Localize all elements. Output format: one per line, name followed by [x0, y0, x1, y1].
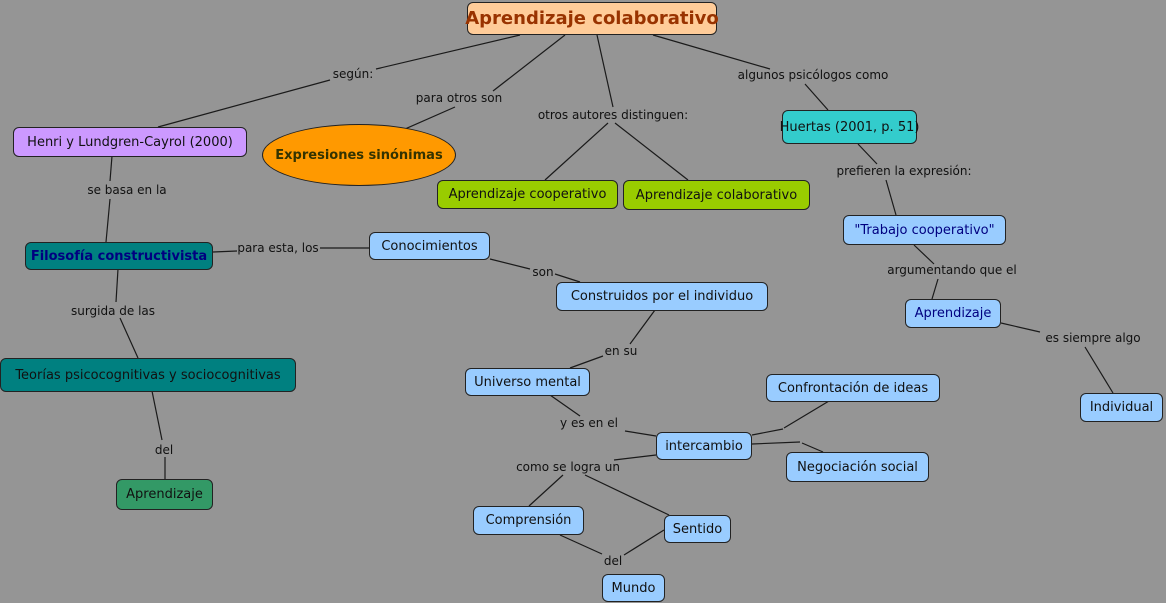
link-line	[119, 317, 139, 359]
link-line	[613, 454, 657, 461]
link-line	[549, 394, 581, 417]
link-label-como-se-logra[interactable]: como se logra un	[516, 460, 620, 474]
link-label-para-otros-son[interactable]: para otros son	[415, 91, 503, 105]
link-line	[801, 442, 824, 453]
link-line	[559, 534, 603, 555]
link-line	[623, 529, 665, 556]
link-line	[492, 34, 566, 92]
link-label-se-basa[interactable]: se basa en la	[87, 183, 167, 197]
link-line	[157, 79, 331, 128]
concept-comprension[interactable]: Comprensión	[473, 506, 584, 535]
link-line	[624, 430, 657, 437]
link-line	[629, 309, 656, 345]
concept-intercambio[interactable]: intercambio	[656, 432, 752, 460]
concept-universo-mental[interactable]: Universo mental	[465, 368, 590, 396]
link-label-y-es-en-el[interactable]: y es en el	[560, 416, 618, 430]
link-line	[544, 122, 609, 181]
concept-expresiones-sinonimas[interactable]: Expresiones sinónimas	[262, 124, 456, 186]
link-line	[751, 441, 801, 445]
link-line	[489, 258, 531, 270]
link-label-surgida[interactable]: surgida de las	[70, 304, 156, 318]
link-line	[554, 273, 581, 283]
link-line	[885, 179, 897, 216]
link-line	[584, 474, 670, 516]
link-line	[596, 34, 614, 108]
concept-conocimientos[interactable]: Conocimientos	[369, 232, 490, 260]
link-line	[804, 83, 829, 111]
link-label-del-left[interactable]: del	[154, 443, 174, 457]
link-line	[931, 278, 939, 300]
concept-mundo[interactable]: Mundo	[602, 574, 665, 602]
concept-root[interactable]: Aprendizaje colaborativo	[465, 2, 719, 35]
concept-teorias[interactable]: Teorías psicocognitivas y sociocognitiva…	[0, 358, 296, 392]
link-line	[783, 400, 830, 429]
link-label-para-esta[interactable]: para esta, los	[237, 241, 319, 255]
link-line	[913, 244, 935, 265]
link-label-otros-autores[interactable]: otros autores distinguen:	[537, 108, 689, 122]
link-label-prefieren[interactable]: prefieren la expresión:	[836, 164, 972, 178]
link-label-segun[interactable]: según:	[332, 67, 374, 81]
link-line	[1084, 346, 1114, 394]
concept-negociacion[interactable]: Negociación social	[786, 452, 929, 482]
link-label-es-siempre[interactable]: es siempre algo	[1045, 331, 1141, 345]
concept-sentido[interactable]: Sentido	[664, 515, 731, 543]
link-label-son[interactable]: son	[532, 265, 554, 279]
link-line	[404, 106, 456, 130]
link-label-psicologos[interactable]: algunos psicólogos como	[737, 68, 889, 82]
link-line	[751, 428, 784, 436]
concept-aprendizaje-right[interactable]: Aprendizaje	[905, 299, 1001, 328]
concept-aprendizaje-cooperativo[interactable]: Aprendizaje cooperativo	[437, 180, 618, 209]
concept-aprendizaje-left[interactable]: Aprendizaje	[116, 479, 213, 510]
concept-trabajo-cooperativo[interactable]: "Trabajo cooperativo"	[843, 215, 1006, 245]
concept-aprendizaje-colaborativo[interactable]: Aprendizaje colaborativo	[623, 180, 810, 210]
link-label-del-bottom[interactable]: del	[603, 554, 623, 568]
concept-individual[interactable]: Individual	[1080, 393, 1163, 422]
concept-huertas[interactable]: Huertas (2001, p. 51)	[780, 110, 919, 144]
link-line	[857, 143, 878, 165]
link-line	[212, 250, 238, 253]
link-line	[105, 198, 111, 243]
link-label-argumentando[interactable]: argumentando que el	[887, 263, 1017, 277]
link-line	[1000, 322, 1041, 333]
concept-construidos[interactable]: Construidos por el individuo	[556, 282, 768, 311]
link-label-en-su[interactable]: en su	[604, 344, 638, 358]
link-line	[652, 34, 771, 70]
concept-henri[interactable]: Henri y Lundgren-Cayrol (2000)	[13, 127, 247, 157]
link-line	[614, 122, 689, 181]
link-line	[528, 474, 564, 507]
link-line	[151, 390, 163, 441]
link-line	[569, 355, 604, 369]
link-line	[109, 155, 113, 182]
concept-confrontacion[interactable]: Confrontación de ideas	[766, 374, 940, 402]
link-line	[115, 268, 119, 303]
link-line	[375, 34, 521, 70]
concept-filosofia-constructivista[interactable]: Filosofía constructivista	[25, 242, 213, 270]
